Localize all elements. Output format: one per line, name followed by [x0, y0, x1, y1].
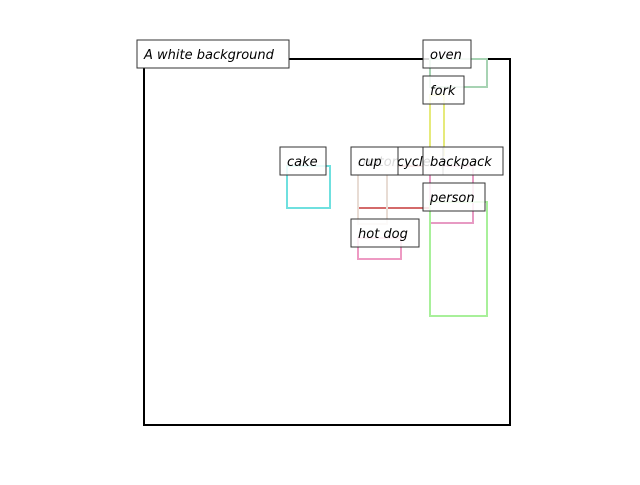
cake-label-box — [279, 146, 327, 176]
caption-label-box — [136, 39, 290, 69]
backpack-label-text: backpack — [430, 155, 492, 170]
hotdog-label: hot dog — [350, 218, 420, 248]
caption-label: A white background — [136, 39, 290, 69]
cake-label-text: cake — [287, 155, 318, 170]
oven-label-text: oven — [430, 48, 462, 63]
fork-label: fork — [422, 75, 465, 105]
fork-label-box — [422, 75, 465, 105]
oven-label-box — [422, 39, 472, 69]
cup-label-text: cup — [358, 155, 382, 170]
canvas-frame — [143, 58, 511, 426]
hotdog-label-box — [350, 218, 420, 248]
person-label-text: person — [429, 191, 475, 206]
backpack-label: backpack — [422, 146, 504, 176]
person-label-box — [422, 182, 486, 212]
hotdog-label-text: hot dog — [358, 227, 408, 242]
caption-text: A white background — [143, 48, 275, 63]
cup-label: cup — [350, 146, 399, 176]
person-bounding-box — [429, 201, 488, 317]
fork-label-text: fork — [430, 84, 456, 99]
backpack-label-box — [422, 146, 504, 176]
cup-label-box — [350, 146, 399, 176]
person-label: person — [422, 182, 486, 212]
oven-label: oven — [422, 39, 472, 69]
cake-label: cake — [279, 146, 327, 176]
label-layer: ovenforkcakemotorcyclecupbackpackpersonh… — [279, 39, 504, 248]
